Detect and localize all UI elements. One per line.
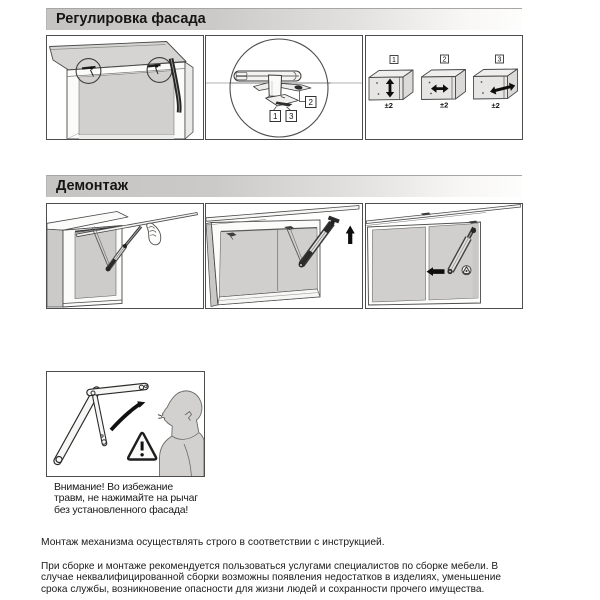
svg-text:3: 3	[289, 112, 294, 121]
svg-text:2: 2	[308, 98, 313, 107]
svg-text:3: 3	[498, 57, 502, 64]
svg-text:1: 1	[273, 112, 278, 121]
svg-text:1: 1	[392, 57, 396, 64]
svg-text:±2: ±2	[440, 100, 448, 109]
svg-text:±2: ±2	[492, 101, 500, 110]
svg-text:±2: ±2	[385, 101, 393, 110]
svg-text:2: 2	[443, 57, 447, 64]
